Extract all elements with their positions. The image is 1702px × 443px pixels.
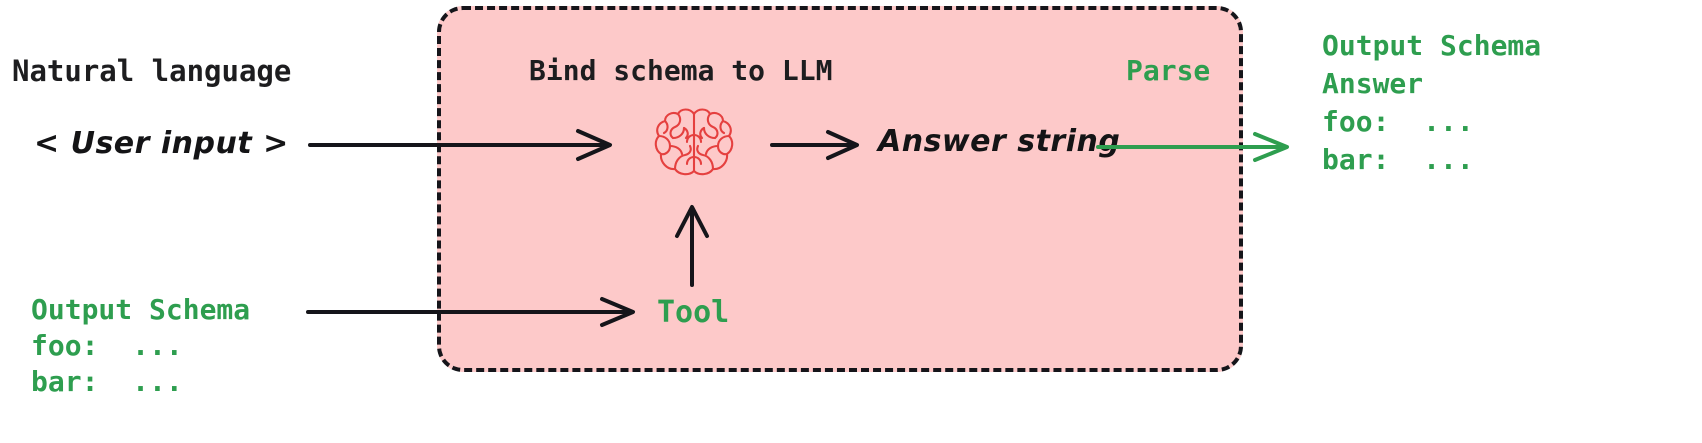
- output-schema-bar: bar: ...: [1322, 143, 1474, 176]
- brain-icon: [648, 105, 740, 179]
- parse-label: Parse: [1126, 54, 1211, 87]
- bind-schema-label: Bind schema to LLM: [529, 54, 833, 87]
- output-schema-block: Output Schema Answer foo: ... bar: ...: [1322, 27, 1541, 179]
- input-schema-foo: foo: ...: [31, 329, 183, 362]
- answer-string-text: Answer string: [878, 124, 1121, 159]
- tool-label: Tool: [657, 295, 730, 330]
- user-input-text: < User input >: [34, 126, 289, 161]
- natural-language-label: Natural language: [12, 54, 292, 88]
- input-schema-heading: Output Schema: [31, 293, 251, 326]
- input-output-schema-block: Output Schema foo: ... bar: ...: [31, 292, 250, 400]
- output-schema-heading: Output Schema: [1322, 29, 1542, 62]
- output-schema-answer: Answer: [1322, 67, 1424, 100]
- input-schema-bar: bar: ...: [31, 365, 183, 398]
- output-schema-foo: foo: ...: [1322, 105, 1474, 138]
